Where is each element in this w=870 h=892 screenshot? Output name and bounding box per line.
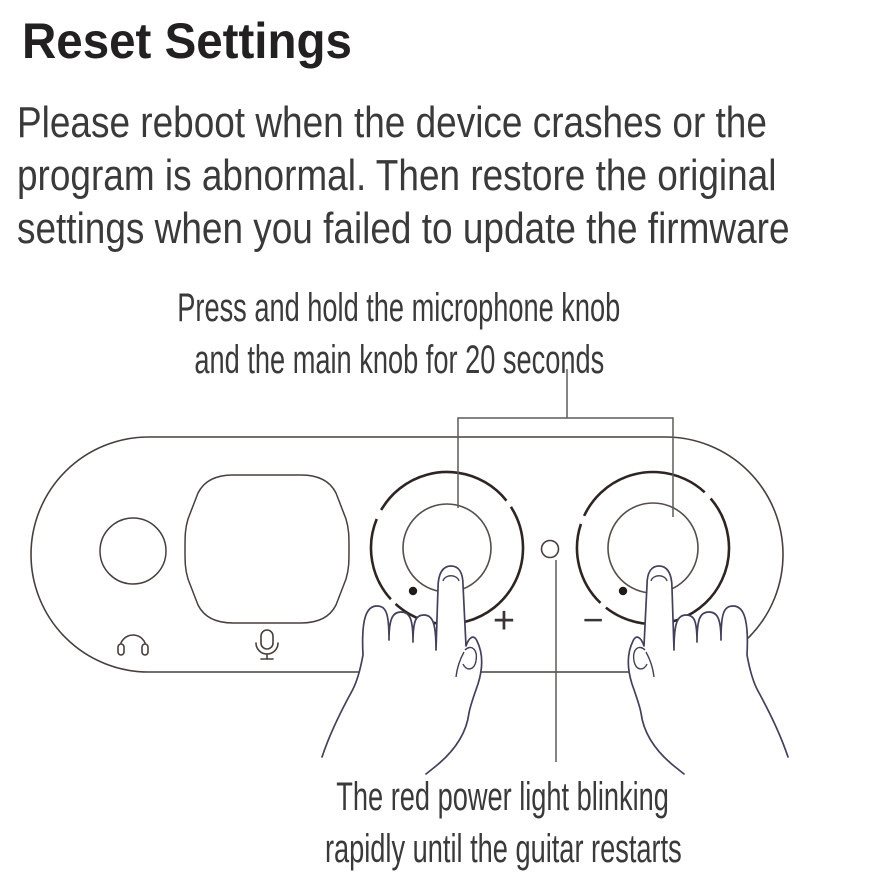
headphone-knob <box>99 517 167 585</box>
display-panel <box>184 474 350 624</box>
plus-label: + <box>493 600 515 642</box>
page-title-text: Reset Settings <box>22 13 352 69</box>
fingernail <box>650 575 668 582</box>
thumbnail <box>632 646 648 670</box>
fingernail <box>442 575 460 582</box>
body-line: program is abnormal. Then restore the or… <box>17 151 777 200</box>
minus-label: − <box>582 599 603 640</box>
body-line: Please reboot when the device crashes or… <box>17 98 767 147</box>
thumbnail <box>462 646 478 670</box>
callout-line: Press and hold the microphone knob <box>177 286 621 330</box>
right-hand <box>627 565 789 775</box>
knob-callout-text: Press and hold the microphone knob and t… <box>0 282 798 386</box>
callout-line: and the main knob for 20 seconds <box>194 338 604 382</box>
body-line: settings when you failed to update the f… <box>17 204 790 253</box>
hand-crease <box>455 651 465 678</box>
knob-callout-lines <box>457 369 674 517</box>
body-paragraph: Please reboot when the device crashes or… <box>17 96 870 255</box>
knob-marker-dot <box>408 586 418 596</box>
microphone-icon <box>255 629 279 660</box>
knob-marker-dot <box>618 586 628 596</box>
power-led <box>540 539 560 559</box>
power-callout-text: The red power light blinking rapidly unt… <box>103 771 870 875</box>
page-title: Reset Settings <box>22 12 369 70</box>
callout-line: The red power light blinking <box>336 775 670 819</box>
callout-line: rapidly until the guitar restarts <box>324 827 682 871</box>
headphone-icon <box>117 634 149 656</box>
left-hand <box>321 565 483 775</box>
hand-crease <box>645 651 655 678</box>
